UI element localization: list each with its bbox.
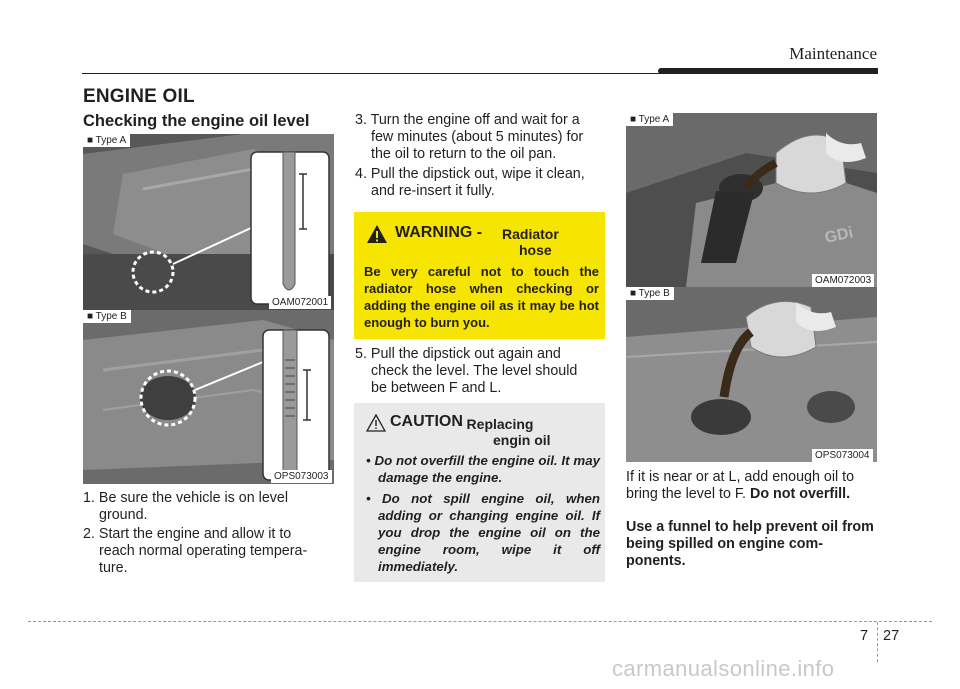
oil-filling-photo-type-a: GDi	[626, 113, 877, 287]
caution-title: CAUTION	[390, 413, 463, 430]
svg-text:GDi: GDi	[823, 224, 854, 247]
figure-code: OAM072001	[269, 296, 332, 309]
step-2: 2. Start the engine and allow it to reac…	[83, 526, 334, 577]
step-text: Pull the dipstick out, wipe it clean,	[370, 166, 585, 182]
step-number: 3.	[355, 112, 367, 128]
caution-subject: engin oil	[493, 432, 551, 448]
figure-type-label: ■ Type B	[83, 310, 131, 323]
header-rule-accent	[658, 68, 878, 74]
funnel-advice: Use a funnel to help prevent oil from be…	[626, 519, 874, 569]
step-text: Be sure the vehicle is on level	[98, 490, 289, 506]
caution-subject: - Replacing	[458, 416, 534, 432]
step-text: be between F and L.	[371, 380, 502, 396]
step-5: 5. Pull the dipstick out again and check…	[355, 346, 607, 397]
caution-box: CAUTION - Replacing engin oil • Do not o…	[354, 403, 605, 582]
warning-box: WARNING - Radiator hose Be very careful …	[354, 212, 605, 339]
step-text: check the level. The level should	[371, 363, 578, 379]
step-text: the oil to return to the oil pan.	[371, 146, 557, 162]
step-text: few minutes (about 5 minutes) for	[371, 129, 584, 145]
figure-code: OPS073003	[271, 470, 332, 483]
step-1: 1. Be sure the vehicle is on level groun…	[83, 490, 334, 524]
step-number: 5.	[355, 346, 367, 362]
caution-list: • Do not overfill the engine oil. It may…	[366, 452, 600, 579]
step-text: Pull the dipstick out again and	[370, 346, 561, 362]
step-text: and re-insert it fully.	[371, 183, 495, 199]
step-number: 4.	[355, 166, 367, 182]
figure-code: OPS073004	[812, 449, 873, 462]
caution-item: • Do not overfill the engine oil. It may…	[366, 453, 600, 485]
engine-photo-type-a: GDi	[83, 134, 334, 310]
figure-type-label: ■ Type A	[83, 134, 131, 147]
step-4: 4. Pull the dipstick out, wipe it clean,…	[355, 166, 607, 200]
refill-emphasis: Do not overfill.	[750, 486, 851, 502]
step-number: 2.	[83, 526, 95, 542]
watermark: carmanualsonline.info	[612, 656, 835, 681]
running-header: Maintenance	[789, 44, 877, 63]
section-title: ENGINE OIL	[83, 86, 195, 107]
chapter-number: 7	[860, 628, 869, 644]
refill-text: If it is near or at L, add enough oil to…	[626, 469, 855, 502]
step-text: ground.	[99, 507, 148, 523]
step-3: 3. Turn the engine off and wait for a fe…	[355, 112, 607, 163]
refill-instruction: If it is near or at L, add enough oil to…	[626, 469, 880, 503]
engine-photo-type-b	[83, 310, 334, 484]
warning-subject: Radiator	[502, 226, 559, 242]
step-text: ture.	[99, 560, 128, 576]
subsection-title: Checking the engine oil level	[83, 112, 310, 130]
footer-separator	[877, 622, 878, 662]
warning-subject: hose	[519, 242, 552, 258]
caution-item: • Do not spill engine oil, when adding o…	[366, 491, 600, 574]
oil-filling-photo-type-b	[626, 287, 877, 462]
page-number: 27	[883, 628, 900, 644]
warning-body: Be very careful not to touch the radiato…	[364, 264, 599, 330]
header-rule	[82, 73, 722, 74]
step-text: Turn the engine off and wait for a	[370, 112, 580, 128]
caution-triangle-icon	[366, 414, 386, 432]
figure-type-label: ■ Type B	[626, 287, 674, 300]
footer-rule	[28, 621, 932, 622]
figure-code: OAM072003	[812, 274, 875, 287]
warning-title: WARNING -	[395, 224, 483, 241]
figure-type-label: ■ Type A	[626, 113, 674, 126]
step-text: reach normal operating tempera-	[99, 543, 308, 559]
step-text: Start the engine and allow it to	[98, 526, 292, 542]
step-number: 1.	[83, 490, 95, 506]
warning-triangle-icon	[367, 225, 387, 243]
